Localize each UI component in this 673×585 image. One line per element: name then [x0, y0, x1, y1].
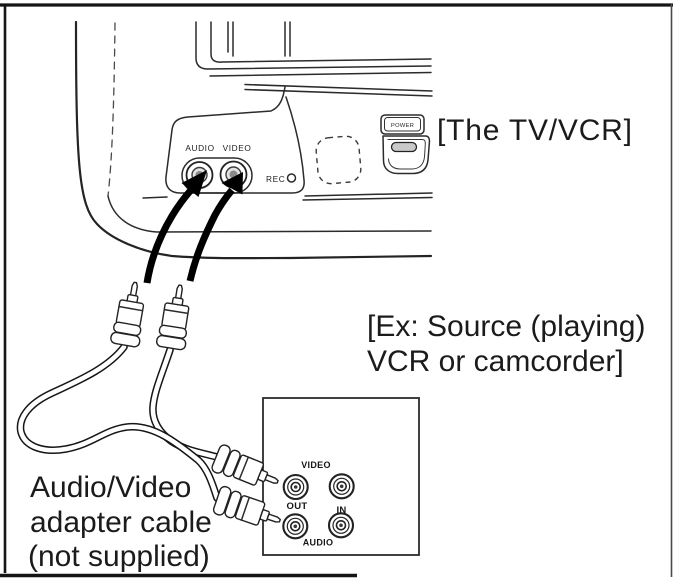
dashed-door-outline — [315, 135, 362, 185]
rec-label: REC — [266, 174, 285, 184]
tv-left-edge-inner-dashed — [107, 22, 116, 197]
cable-caption-line2: adapter cable — [30, 506, 212, 539]
cable-caption-line1: Audio/Video — [30, 471, 191, 504]
source-in-label: IN — [336, 505, 346, 516]
source-audio-in-jack — [327, 512, 355, 539]
captions: [The TV/VCR] [Ex: Source (playing) VCR o… — [28, 114, 645, 573]
power-button: POWER — [380, 114, 431, 175]
power-button-slot — [390, 141, 418, 153]
source-video-in-jack — [328, 473, 355, 500]
cable-caption-line3: (not supplied) — [28, 540, 210, 573]
tv-audio-jack-label: AUDIO — [185, 143, 214, 153]
video-insertion-arrow — [186, 172, 243, 282]
source-device-box: VIDEO OUT IN AUDIO — [262, 397, 420, 556]
source-audio-label: AUDIO — [303, 538, 334, 548]
video-cable-lead — [149, 346, 221, 461]
source-caption-line1: [Ex: Source (playing) — [367, 310, 645, 343]
audio-insertion-arrow — [143, 170, 207, 284]
tv-video-jack-label: VIDEO — [223, 143, 252, 153]
tv-vcr-caption: [The TV/VCR] — [437, 114, 633, 147]
page-border — [0, 3, 673, 578]
adapter-cable-drawing — [16, 279, 286, 536]
tv-vcr-drawing: AUDIO VIDEO REC POWER — [74, 20, 433, 260]
tv-bottom-inner-edge — [107, 195, 432, 233]
rec-indicator: REC — [266, 173, 297, 184]
audio-cable-lead — [16, 343, 221, 502]
audio-plug-to-tv — [109, 279, 151, 349]
source-caption-line2: VCR or camcorder] — [367, 345, 624, 378]
source-video-out-jack — [282, 473, 309, 501]
video-plug-to-tv — [155, 282, 196, 352]
jack-recess-oval — [181, 157, 253, 194]
rec-lamp — [286, 173, 297, 183]
source-video-label: VIDEO — [301, 460, 331, 470]
tv-left-edge — [74, 20, 433, 260]
source-audio-out-jack — [282, 513, 309, 540]
insertion-arrows — [143, 170, 243, 284]
source-out-label: OUT — [287, 501, 308, 512]
power-label: POWER — [391, 123, 414, 129]
